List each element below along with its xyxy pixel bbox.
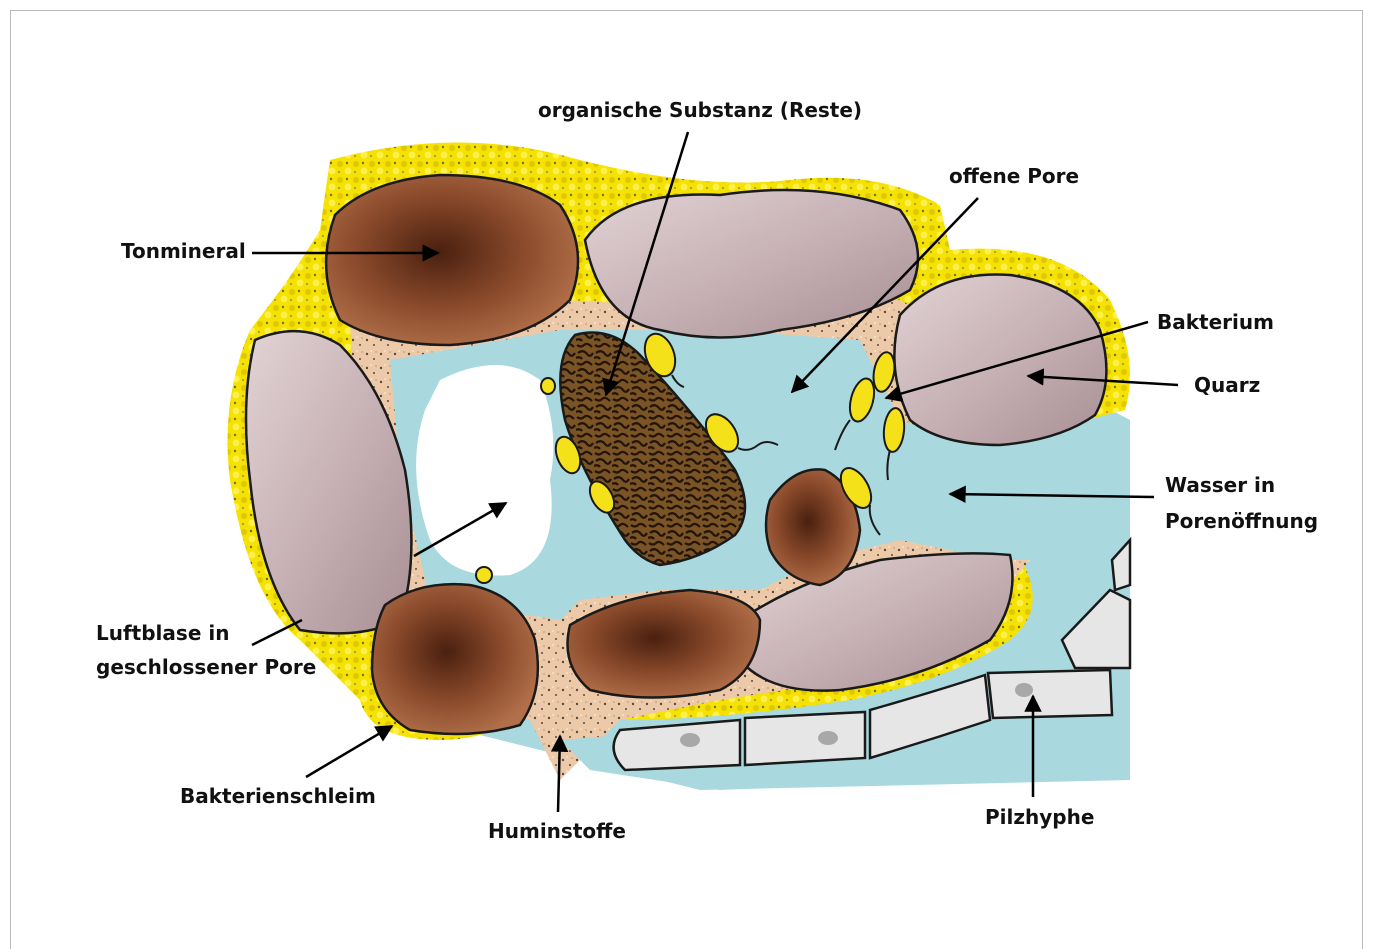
bacterium — [476, 567, 492, 583]
label-huminstoffe: Huminstoffe — [488, 819, 626, 843]
label-pilzhyphe: Pilzhyphe — [985, 805, 1094, 829]
label-luftblase-line1: Luftblase in — [96, 621, 229, 645]
label-bakterium: Bakterium — [1157, 310, 1274, 334]
quartz-grain-right — [894, 275, 1106, 446]
label-wasser-line1: Wasser in — [1165, 473, 1275, 497]
label-tonmineral: Tonmineral — [121, 239, 246, 263]
hypha-cell — [988, 670, 1112, 718]
clay-mineral-top — [326, 175, 578, 345]
label-offene-pore: offene Pore — [949, 164, 1079, 188]
label-luftblase-line2: geschlossener Pore — [96, 655, 316, 679]
bacterium — [541, 378, 555, 394]
label-bakterienschleim: Bakterienschleim — [180, 784, 376, 808]
arrow-bakterienschleim — [306, 726, 392, 777]
hypha-cell — [745, 712, 865, 765]
label-organische-substanz: organische Substanz (Reste) — [538, 98, 862, 122]
label-wasser-line2: Porenöffnung — [1165, 509, 1318, 533]
clay-mineral-bottom-left — [372, 584, 538, 734]
label-quarz: Quarz — [1194, 373, 1260, 397]
